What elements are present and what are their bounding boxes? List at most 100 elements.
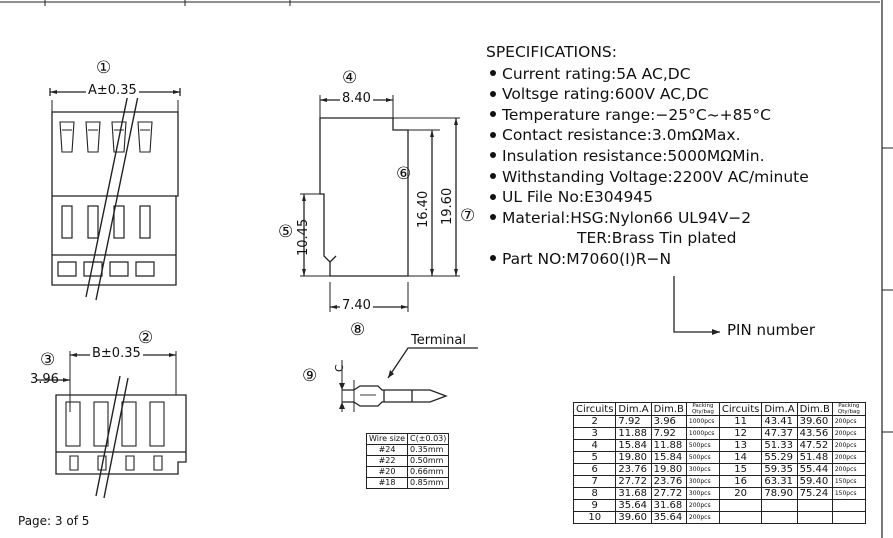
width-bottom-label: 7.40 [340,298,373,313]
circle-label-9: ⑨ [302,366,318,386]
spec-material-sub: TER:Brass Tin plated [577,229,737,248]
table-cell: 8 [572,487,617,500]
table-cell: 150pcs [831,487,866,500]
height-mid-label: 16.40 [416,190,431,228]
spec-item: Contact resistance:3.0mΩMax. [486,125,809,146]
table-cell: 27.72 [615,475,652,488]
circle-label-6: ⑥ [396,164,412,184]
bullet-icon [490,111,496,118]
table-cell: 47.37 [761,427,798,440]
table-cell: 200pcs [831,427,866,440]
table-cell: 35.64 [650,511,687,524]
table-cell: 78.90 [761,487,798,500]
table-cell: 23.76 [650,475,687,488]
table-cell: 300pcs [685,475,720,488]
table-cell: 20 [718,487,763,500]
table-header: Packing Qty/bag [685,402,720,416]
table-cell [761,511,798,524]
table-cell: 11 [718,415,763,428]
table-cell: 39.60 [615,511,652,524]
bullet-icon [490,131,496,138]
table-cell: 10 [572,511,617,524]
bullet-icon [490,90,496,97]
table-cell: 31.68 [650,499,687,512]
table-cell: 7.92 [650,427,687,440]
circle-label-8: ⑧ [350,320,366,340]
table-cell: 11.88 [615,427,652,440]
spec-item: Voltsge rating:600V AC,DC [486,84,809,105]
pin-number-label: PIN number [727,321,816,339]
table-cell: 200pcs [831,463,866,476]
spec-item: UL File No:E304945 [486,187,809,208]
table-cell: 15 [718,463,763,476]
table-cell: 11.88 [650,439,687,452]
table-cell: 500pcs [685,451,720,464]
specifications-title: SPECIFICATIONS: [486,43,617,61]
table-header: Circuits [718,402,763,416]
bullet-icon [490,193,496,200]
table-cell: 63.31 [761,475,798,488]
table-cell: 7 [572,475,617,488]
table-cell: 15.84 [615,439,652,452]
table-cell [718,499,763,512]
circle-label-7: ⑦ [460,206,476,226]
bullet-icon [490,173,496,180]
circuit-table: Circuits Dim.A Dim.B Packing Qty/bag Cir… [572,402,866,524]
pitch-label: 3.96 [30,372,59,387]
table-cell: 200pcs [685,499,720,512]
table-cell: 59.35 [761,463,798,476]
table-cell: 75.24 [796,487,833,500]
table-cell: 12 [718,427,763,440]
dim-a-label: A±0.35 [86,83,139,98]
table-cell: 5 [572,451,617,464]
table-cell [718,511,763,524]
table-cell: 55.29 [761,451,798,464]
specifications-block: SPECIFICATIONS: Current rating:5A AC,DC … [486,42,809,270]
table-cell: 23.76 [615,463,652,476]
table-cell: 500pcs [685,439,720,452]
table-cell [796,511,833,524]
table-header: Packing Qty/bag [831,402,866,416]
spec-item: Insulation resistance:5000MΩMin. [486,146,809,167]
table-cell: 200pcs [685,511,720,524]
table-cell: 4 [572,439,617,452]
table-header: Dim.B [796,402,833,416]
table-cell: 15.84 [650,451,687,464]
circle-label-1: ① [96,58,112,78]
circle-label-2: ② [138,328,154,348]
table-cell: 3.96 [650,415,687,428]
table-cell: 13 [718,439,763,452]
table-cell [796,499,833,512]
table-cell: 39.60 [796,415,833,428]
table-cell: 150pcs [831,475,866,488]
table-cell: 51.48 [796,451,833,464]
table-cell: 16 [718,475,763,488]
table-cell: 55.44 [796,463,833,476]
spec-part-no: Part NO:M7060(I)R−N [486,249,809,270]
table-header: Dim.B [650,402,687,416]
dim-b-label: B±0.35 [90,346,143,361]
spec-item: Temperature range:−25°C~+85°C [486,105,809,126]
spec-item: Withstanding Voltage:2200V AC/minute [486,167,809,188]
width-top-label: 8.40 [340,91,373,106]
table-cell: 51.33 [761,439,798,452]
table-cell: 19.80 [615,451,652,464]
table-cell: 59.40 [796,475,833,488]
table-cell: 1000pcs [685,427,720,440]
page-number: Page: 3 of 5 [18,514,90,528]
table-cell [831,499,866,512]
table-cell: 200pcs [831,439,866,452]
table-cell: 6 [572,463,617,476]
bullet-icon [490,70,496,77]
